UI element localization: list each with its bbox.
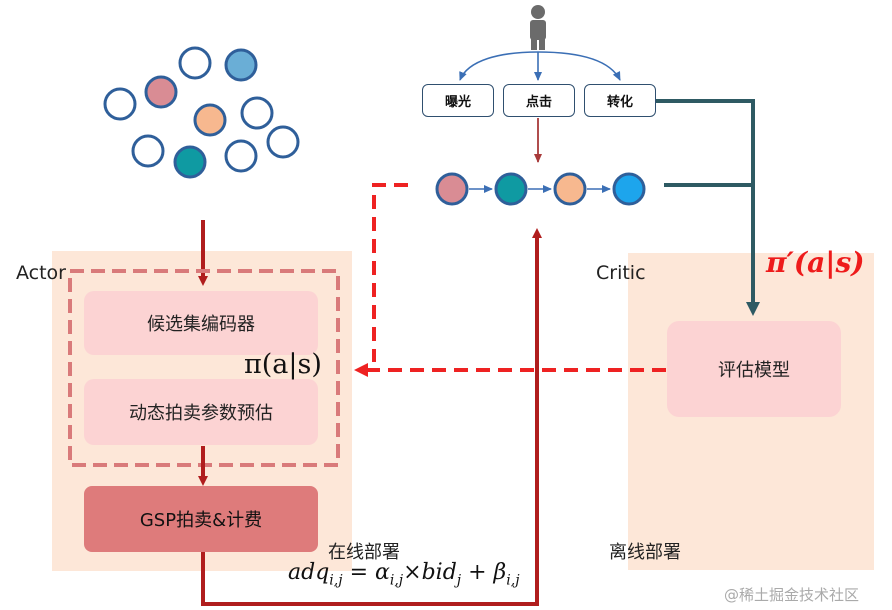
formula-times-bid: ×bid [403, 560, 457, 585]
candidate-node [224, 48, 258, 82]
candidate-node [240, 96, 274, 130]
candidate-node [131, 134, 165, 168]
evaluator-label: 评估模型 [718, 360, 790, 381]
policy-pi-prime-label: π′(a|s) [766, 246, 865, 279]
gsp-feedback-loop [201, 228, 542, 606]
candidate-pool [103, 46, 300, 179]
convert-to-critic-line [656, 99, 760, 316]
formula-bid-sub: j [456, 572, 462, 589]
behavior-sequence [435, 172, 646, 206]
click-label: 点击 [525, 95, 552, 110]
sequence-node [553, 172, 587, 206]
user-to-convert-arrow [537, 51, 621, 81]
candidate-node [266, 125, 300, 159]
dynamic-auction-label: 动态拍卖参数预估 [129, 403, 273, 424]
gsp-auction-box: GSP拍卖&计费 [84, 486, 318, 552]
candidate-node [193, 103, 227, 137]
convert-label: 转化 [606, 95, 633, 110]
sequence-node [435, 172, 469, 206]
dynamic-auction-box: 动态拍卖参数预估 [84, 379, 318, 445]
candidate-node [224, 139, 258, 173]
sequence-node [494, 172, 528, 206]
exposure-box: 曝光 [422, 84, 494, 117]
gsp-auction-label: GSP拍卖&计费 [139, 510, 263, 531]
actor-title: Actor [16, 262, 66, 284]
critic-title: Critic [596, 262, 646, 284]
watermark: @稀土掘金技术社区 [724, 586, 860, 604]
evaluator-box: 评估模型 [667, 321, 841, 417]
candidate-node [173, 145, 207, 179]
formula-eq: = [342, 560, 375, 585]
click-box: 点击 [503, 84, 575, 117]
formula-beta-sub: i,j [506, 572, 520, 589]
adq-formula: adqi,j = αi,j×bidj + βi,j [288, 560, 520, 588]
user-to-exposure-arrow [459, 51, 539, 81]
exposure-label: 曝光 [444, 95, 471, 110]
sequence-to-actor-dashed-line [372, 183, 408, 362]
sequence-node [612, 172, 646, 206]
formula-lhs: adq [288, 560, 330, 585]
formula-lhs-sub: i,j [329, 572, 343, 589]
candidate-encoder-label: 候选集编码器 [147, 314, 255, 335]
formula-alpha-sub: i,j [389, 572, 404, 589]
online-deploy-label: 在线部署 [328, 542, 400, 563]
formula-beta: β [493, 560, 507, 585]
policy-pi-label: π(a|s) [244, 349, 322, 380]
candidate-node [144, 75, 178, 109]
candidate-node [178, 46, 212, 80]
formula-alpha: α [375, 560, 390, 585]
formula-plus: + [461, 560, 494, 585]
convert-box: 转化 [584, 84, 656, 117]
user-icon [530, 5, 546, 50]
candidate-node [103, 87, 137, 121]
candidate-encoder-box: 候选集编码器 [84, 291, 318, 355]
offline-deploy-label: 离线部署 [609, 542, 681, 563]
